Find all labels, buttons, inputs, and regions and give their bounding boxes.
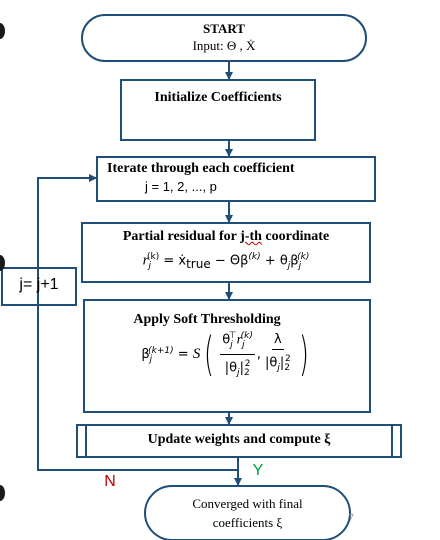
partial-residual-label: Partial residual for j-th coordinate bbox=[122, 229, 330, 244]
fraction-numerator-term: θj⊤rj(k)|θj|22 bbox=[220, 328, 255, 381]
edge-mark-bottom bbox=[0, 485, 5, 501]
soft-threshold-node: Apply Soft Thresholding βj(k+1) = S(θj⊤r… bbox=[84, 312, 370, 381]
fraction-lambda-term: λ|θj|22 bbox=[264, 332, 291, 374]
iterate-label: Iterate through each coefficient bbox=[107, 161, 295, 176]
start-title: START bbox=[203, 21, 245, 36]
close-paren: ) bbox=[298, 327, 309, 382]
loop-back-connector bbox=[37, 174, 238, 471]
branch-no-label: N bbox=[104, 473, 116, 490]
start-node: START Input: Θ , Ẋ bbox=[82, 20, 366, 54]
end-line-1: Converged with final bbox=[192, 496, 303, 511]
iterate-node: Iterate through each coefficient j = 1, … bbox=[97, 160, 375, 196]
partial-residual-equation: rj(k) = ẋtrue − Θβ(k) + θjβj(k) bbox=[142, 252, 310, 271]
update-label: Update weights and compute ξ bbox=[147, 432, 331, 447]
partial-residual-box bbox=[81, 222, 371, 283]
soft-threshold-equation: βj(k+1) = S(θj⊤rj(k)|θj|22,λ|θj|22) bbox=[141, 327, 309, 382]
initialize-box bbox=[120, 79, 316, 141]
open-paren: ( bbox=[204, 327, 215, 382]
edge-mark-middle bbox=[0, 255, 5, 271]
branch-yes-label: Y bbox=[252, 462, 264, 479]
jth-term: j-th bbox=[240, 229, 262, 244]
start-input: Input: Θ , Ẋ bbox=[192, 38, 256, 53]
page-mark: 7 bbox=[348, 512, 354, 524]
edge-mark-top bbox=[0, 23, 5, 39]
start-terminal bbox=[81, 14, 367, 62]
partial-residual-node: Partial residual for j-th coordinate rj(… bbox=[82, 227, 370, 276]
soft-threshold-box bbox=[83, 299, 371, 413]
iterate-range: j = 1, 2, ..., p bbox=[145, 179, 217, 194]
initialize-label: Initialize Coefficients bbox=[154, 90, 282, 105]
end-line-2: coefficients ξ bbox=[212, 515, 283, 530]
soft-threshold-label: Apply Soft Thresholding bbox=[133, 312, 281, 327]
end-node: Converged with final coefficients ξ bbox=[145, 494, 350, 532]
iterate-box bbox=[96, 156, 376, 202]
end-terminal bbox=[144, 485, 351, 540]
loop-counter-label: j= j+1 bbox=[19, 276, 59, 293]
